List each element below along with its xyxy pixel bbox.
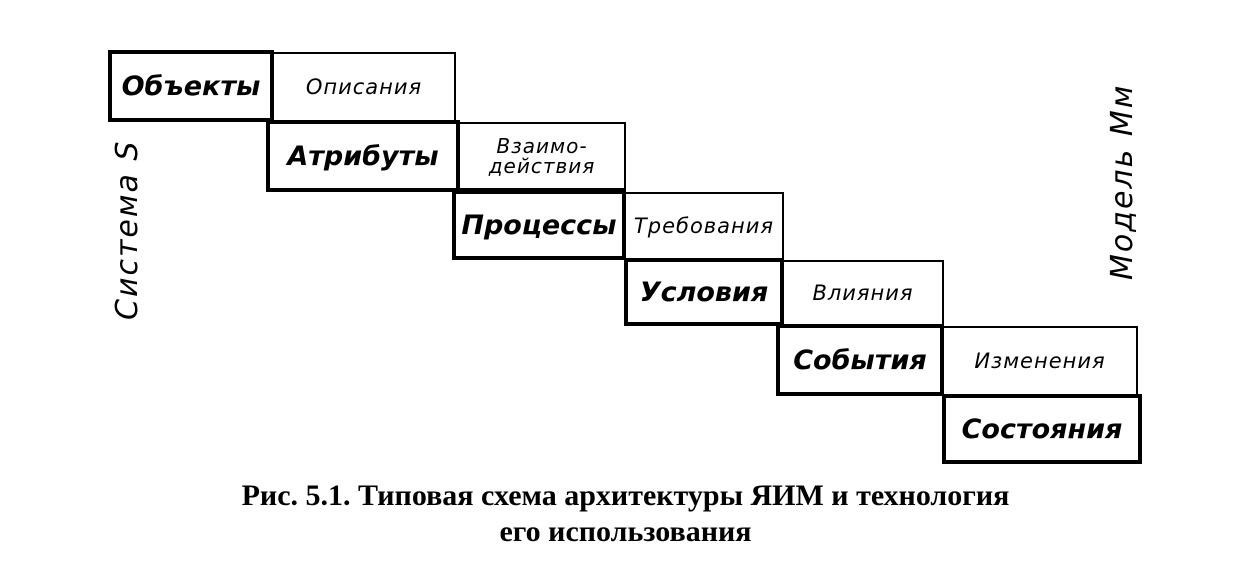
model-m-label: Модель Mм xyxy=(1105,83,1140,280)
objects-box: Объекты xyxy=(108,50,274,122)
processes-box: Процессы xyxy=(452,190,626,260)
changes-box: Изменения xyxy=(942,326,1138,396)
interactions-box: Взаимо- действия xyxy=(458,122,626,190)
descriptions-box: Описания xyxy=(272,52,456,122)
states-box: Состояния xyxy=(942,394,1142,464)
interactions-line1: Взаимо- xyxy=(496,134,588,158)
figure-caption-line2: его использования xyxy=(499,515,752,548)
system-s-label: Система S xyxy=(110,139,145,320)
conditions-box: Условия xyxy=(624,258,784,326)
figure-caption-line1: Рис. 5.1. Типовая схема архитектуры ЯИМ … xyxy=(241,479,1010,512)
influences-box: Влияния xyxy=(782,260,944,326)
requirements-box: Требования xyxy=(624,192,784,260)
events-box: События xyxy=(776,324,944,396)
interactions-line2: действия xyxy=(488,154,596,178)
attributes-box: Атрибуты xyxy=(266,120,460,192)
